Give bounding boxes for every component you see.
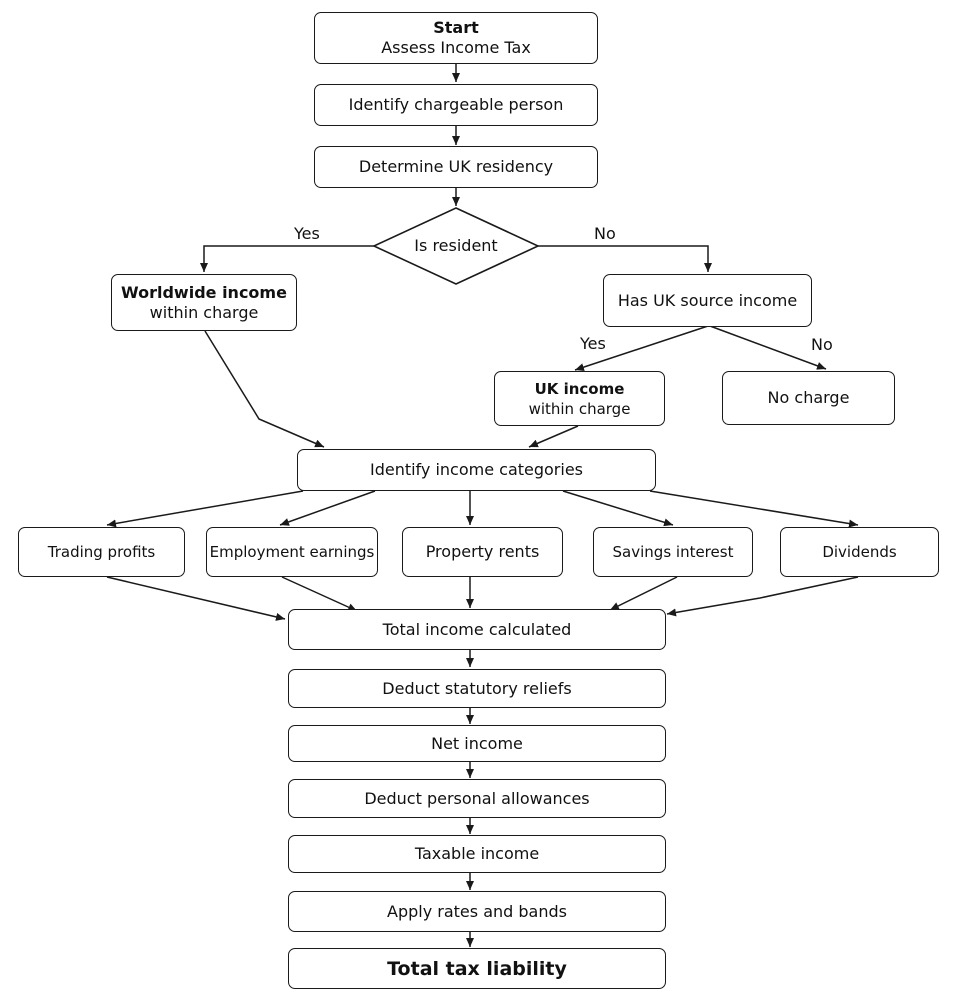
total-income-node: Total income calculated bbox=[288, 609, 666, 650]
savings-interest-label: Savings interest bbox=[612, 543, 734, 561]
arrow-categories-to-dividends bbox=[649, 490, 859, 528]
uk-income-subtitle: within charge bbox=[528, 399, 631, 418]
edge-label-resident-yes: Yes bbox=[294, 224, 320, 243]
is-resident-label: Is resident bbox=[414, 236, 498, 255]
worldwide-income-subtitle: within charge bbox=[149, 302, 259, 322]
arrow-trading-to-total bbox=[106, 576, 286, 621]
edge-label-resident-no: No bbox=[594, 224, 616, 243]
deduct-allowances-label: Deduct personal allowances bbox=[364, 788, 590, 808]
no-charge-label: No charge bbox=[767, 388, 850, 407]
net-income-label: Net income bbox=[431, 733, 523, 753]
identify-categories-label: Identify income categories bbox=[369, 460, 584, 479]
arrow-savings-to-total bbox=[609, 576, 678, 611]
apply-rates-node: Apply rates and bands bbox=[288, 891, 666, 932]
trading-profits-node: Trading profits bbox=[18, 527, 185, 577]
savings-interest-node: Savings interest bbox=[593, 527, 753, 577]
arrow-categories-to-savings bbox=[562, 490, 674, 527]
no-charge-node: No charge bbox=[722, 371, 895, 425]
apply-rates-label: Apply rates and bands bbox=[387, 901, 567, 921]
start-title: Start bbox=[433, 18, 479, 37]
arrow-resident-no bbox=[538, 245, 712, 272]
property-rents-node: Property rents bbox=[402, 527, 563, 577]
arrow-categories-to-employment bbox=[279, 490, 376, 526]
employment-earnings-node: Employment earnings bbox=[206, 527, 378, 577]
deduct-reliefs-node: Deduct statutory reliefs bbox=[288, 669, 666, 708]
property-rents-label: Property rents bbox=[425, 542, 540, 561]
dividends-node: Dividends bbox=[780, 527, 939, 577]
determine-residency-label: Determine UK residency bbox=[358, 157, 554, 176]
has-uk-source-node: Has UK source income bbox=[603, 274, 812, 327]
uk-income-title: UK income bbox=[534, 379, 625, 398]
edge-label-uk-source-yes: Yes bbox=[580, 334, 606, 353]
identify-categories-node: Identify income categories bbox=[297, 449, 656, 491]
arrow-worldwide-to-categories bbox=[204, 330, 325, 448]
arrow-employment-to-total bbox=[281, 576, 358, 612]
decision-diamond bbox=[372, 207, 540, 285]
deduct-reliefs-label: Deduct statutory reliefs bbox=[382, 678, 572, 698]
worldwide-income-title: Worldwide income bbox=[121, 282, 287, 302]
taxable-income-label: Taxable income bbox=[414, 844, 540, 863]
identify-person-node: Identify chargeable person bbox=[314, 84, 598, 126]
net-income-node: Net income bbox=[288, 725, 666, 762]
determine-residency-node: Determine UK residency bbox=[314, 146, 598, 188]
trading-profits-label: Trading profits bbox=[47, 543, 156, 561]
worldwide-income-node: Worldwide income within charge bbox=[111, 274, 297, 331]
uk-income-node: UK income within charge bbox=[494, 371, 665, 426]
identify-person-label: Identify chargeable person bbox=[348, 95, 564, 114]
total-tax-liability-node: Total tax liability bbox=[288, 948, 666, 989]
edge-label-uk-source-no: No bbox=[811, 335, 833, 354]
arrow-categories-to-trading bbox=[106, 490, 304, 528]
employment-earnings-label: Employment earnings bbox=[209, 543, 375, 561]
start-subtitle: Assess Income Tax bbox=[381, 38, 531, 57]
deduct-allowances-node: Deduct personal allowances bbox=[288, 779, 666, 818]
arrow-dividends-to-total bbox=[666, 576, 859, 617]
arrow-uk-source-yes bbox=[574, 325, 709, 371]
arrow-resident-yes bbox=[200, 245, 374, 272]
taxable-income-node: Taxable income bbox=[288, 835, 666, 873]
arrow-ukincome-to-categories bbox=[528, 425, 579, 448]
start-node: Start Assess Income Tax bbox=[314, 12, 598, 64]
arrow-uk-source-no bbox=[709, 325, 827, 370]
total-tax-liability-label: Total tax liability bbox=[387, 957, 567, 980]
has-uk-source-label: Has UK source income bbox=[617, 290, 798, 310]
dividends-label: Dividends bbox=[822, 543, 897, 561]
total-income-label: Total income calculated bbox=[382, 619, 572, 639]
